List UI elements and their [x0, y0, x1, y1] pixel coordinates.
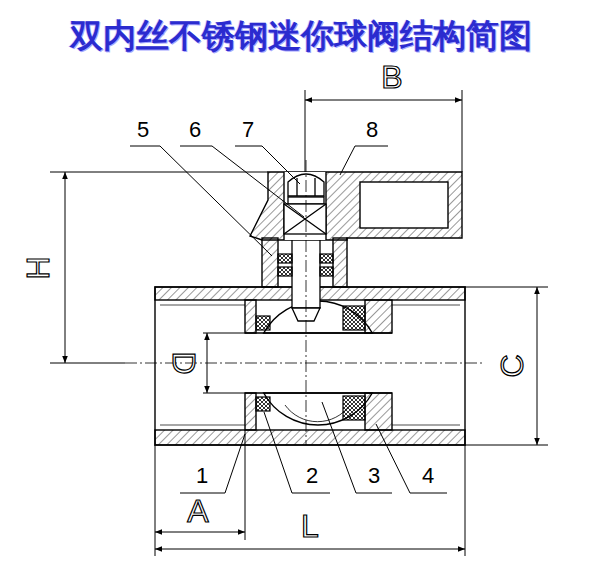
callout-number: 4	[422, 465, 434, 487]
dimension-lines	[50, 90, 548, 556]
dimension-letter: L	[301, 510, 319, 542]
handle	[360, 182, 448, 228]
packing	[278, 254, 333, 276]
valve-body	[392, 425, 460, 426]
stem-nut	[284, 204, 326, 234]
center-lines	[306, 160, 307, 445]
dimension-letter: H	[22, 256, 54, 279]
leader-lines	[376, 424, 447, 493]
valve-body	[245, 300, 256, 333]
stem-nut	[284, 204, 326, 234]
dimension-lines	[245, 430, 246, 540]
dimension-letter: B	[381, 61, 402, 93]
dimension-lines	[203, 333, 245, 334]
leader-lines	[130, 146, 447, 493]
leader-lines	[264, 412, 330, 493]
seat-rings	[343, 396, 365, 420]
callout-number: 3	[368, 465, 380, 487]
seat-rings	[343, 306, 365, 330]
callout-number: 7	[242, 119, 254, 141]
dimension-lines	[465, 445, 466, 556]
leader-lines	[340, 146, 388, 175]
dimension-lines	[155, 445, 156, 556]
valve-body	[155, 430, 465, 445]
dimension-lines	[305, 100, 462, 101]
dimension-lines	[65, 172, 66, 363]
dimension-lines	[305, 90, 306, 172]
dimension-lines	[50, 172, 268, 173]
valve-body	[160, 305, 245, 306]
dimension-lines	[155, 532, 245, 533]
packing	[320, 254, 333, 263]
valve-body	[155, 287, 465, 445]
dimension-lines	[537, 287, 538, 445]
dimension-lines	[465, 445, 548, 446]
diagram-title: 双内丝不锈钢迷你球阀结构简图	[0, 14, 601, 59]
dimension-lines	[155, 549, 465, 550]
callout-number: 6	[189, 119, 201, 141]
valve-body	[160, 425, 245, 426]
valve-body	[333, 238, 347, 287]
dimension-letter: C	[496, 354, 528, 377]
valve-body	[155, 238, 465, 445]
valve-body	[245, 393, 256, 430]
dimension-lines	[207, 333, 208, 393]
dimension-lines	[465, 287, 548, 288]
handle	[250, 172, 462, 240]
ball	[285, 405, 350, 422]
packing	[320, 267, 333, 276]
seat-rings	[256, 316, 270, 330]
valve-body	[392, 305, 460, 306]
packing	[278, 267, 292, 276]
dimension-letter: A	[187, 495, 208, 527]
leader-lines	[322, 402, 392, 493]
leader-lines	[180, 434, 245, 493]
leader-lines	[235, 146, 300, 184]
dimension-letter: D	[168, 351, 200, 374]
dimension-lines	[203, 393, 245, 394]
seat-rings	[256, 397, 270, 411]
dimension-lines	[462, 90, 463, 172]
stem-nut	[284, 174, 326, 234]
callout-number: 5	[137, 119, 149, 141]
center-lines	[125, 160, 485, 445]
body-insert	[365, 300, 392, 430]
stem-nut	[314, 178, 315, 196]
body-insert	[365, 393, 392, 430]
handle	[250, 172, 462, 240]
callout-number: 8	[366, 119, 378, 141]
valve-body	[262, 238, 278, 287]
packing	[278, 254, 292, 263]
callout-number: 2	[306, 465, 318, 487]
leader-lines	[130, 146, 272, 256]
body-insert	[365, 300, 392, 333]
callout-number: 1	[196, 465, 208, 487]
leader-lines	[180, 146, 304, 217]
ball	[264, 393, 373, 425]
dimension-lines	[50, 363, 125, 364]
